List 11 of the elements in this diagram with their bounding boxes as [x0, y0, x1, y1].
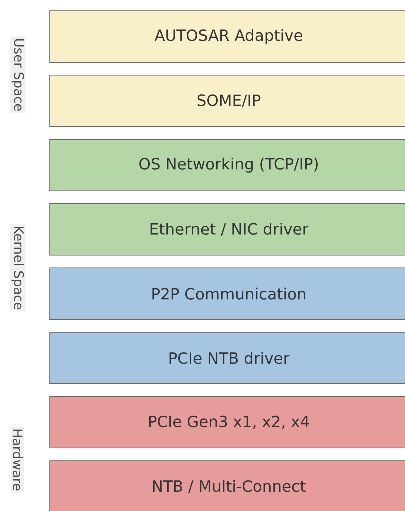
layer-box: OS Networking (TCP/IP)	[50, 139, 405, 192]
layer-box: AUTOSAR Adaptive	[50, 10, 405, 63]
layer-label: Hardware	[11, 427, 25, 493]
layer-box: Ethernet / NIC driver	[50, 203, 405, 256]
layer-label: Kernel Space	[10, 224, 26, 312]
layer-box: PCIe Gen3 x1, x2, x4	[50, 396, 405, 449]
layer-box: NTB / Multi-Connect	[50, 460, 405, 511]
layer-box: PCIe NTB driver	[50, 332, 405, 384]
layer-label: User Space	[10, 36, 26, 114]
layer-box: SOME/IP	[50, 74, 405, 128]
layer-box: P2P Communication	[50, 268, 405, 320]
